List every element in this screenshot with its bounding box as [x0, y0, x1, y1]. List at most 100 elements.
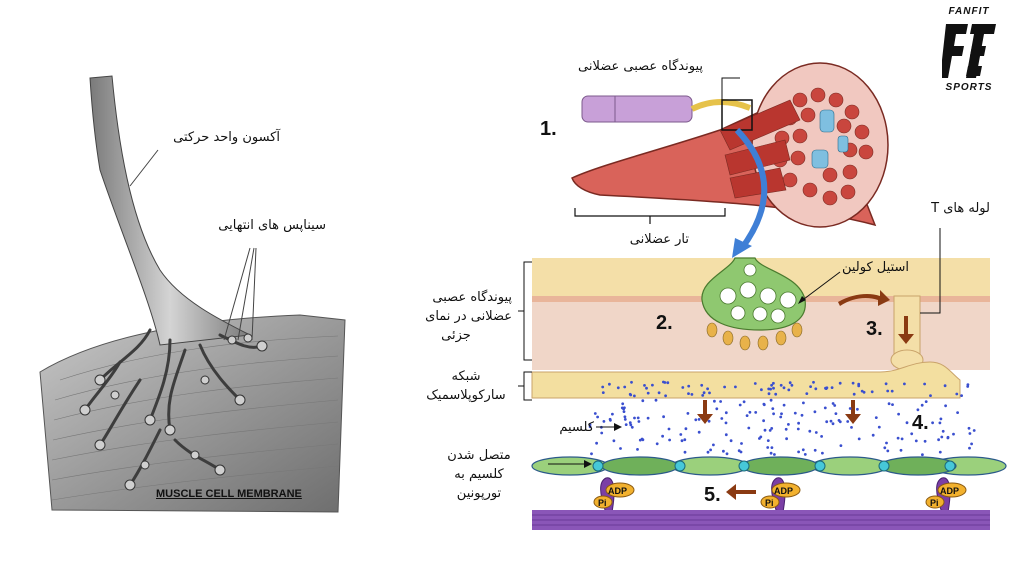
calcium-ion	[899, 448, 903, 452]
calcium-ion	[616, 386, 620, 390]
calcium-ion	[857, 384, 861, 388]
calcium-ion	[708, 391, 711, 395]
thick-filament-lines	[532, 514, 990, 526]
calcium-ion	[690, 393, 694, 396]
pi-text-3: Pi	[930, 498, 939, 508]
calcium-ion	[790, 383, 794, 387]
calcium-ion	[874, 416, 878, 419]
calcium-ion	[724, 433, 728, 437]
calcium-ion	[697, 430, 701, 434]
calcium-ion	[856, 407, 859, 411]
calcium-ion	[734, 385, 737, 389]
calcium-ion	[857, 437, 861, 441]
calcium-ion	[687, 392, 690, 395]
calcium-ion	[636, 448, 639, 451]
calcium-ion	[643, 384, 646, 387]
calcium-ion	[623, 415, 627, 419]
calcium-ion	[620, 406, 624, 410]
membrane-caption: MUSCLE CELL MEMBRANE	[156, 488, 302, 500]
signal-arrows	[697, 290, 914, 500]
calcium-ion	[797, 450, 800, 454]
ach-label: استیل کولین	[841, 260, 909, 275]
calcium-ion	[595, 441, 598, 445]
calcium-ion	[972, 429, 976, 432]
nmj-detail-label-line1: پیوندگاه عصبی	[432, 290, 512, 305]
nerve-terminal	[690, 99, 752, 112]
calcium-ion	[886, 389, 890, 393]
calcium-ion	[890, 389, 894, 393]
calcium-ion	[824, 387, 828, 390]
calcium-ion	[943, 384, 947, 388]
calcium-ion	[719, 400, 722, 403]
pi-text-1: Pi	[598, 498, 607, 508]
calcium-ion	[803, 453, 807, 456]
calcium-ion	[956, 411, 959, 414]
calcium-ion	[686, 412, 690, 415]
calcium-ion	[788, 381, 792, 385]
calcium-ion	[923, 439, 927, 443]
calcium-ion	[833, 404, 837, 407]
zoom-arrow	[734, 127, 768, 250]
thin-filament	[531, 456, 1007, 476]
calcium-ion	[772, 381, 775, 385]
calcium-ion	[700, 383, 704, 387]
calcium-ion	[662, 380, 665, 384]
calcium-ion	[624, 423, 628, 426]
calcium-ion	[622, 410, 626, 413]
calcium-ion	[687, 384, 691, 388]
calcium-ion	[608, 417, 612, 421]
fiber-bracket	[574, 208, 726, 224]
calcium-ion	[588, 423, 592, 427]
calcium-ion	[768, 429, 772, 432]
brand-logo: FANFIT SPORTS	[938, 6, 1000, 96]
calcium-ion	[812, 380, 815, 384]
calcium-ion	[780, 412, 783, 416]
calcium-ion	[629, 423, 633, 427]
calcium-ion	[801, 448, 805, 452]
calcium-ion	[619, 447, 622, 450]
calcium-ion	[887, 402, 891, 406]
calcium-ion	[596, 415, 599, 419]
calcium-ion	[903, 382, 906, 386]
axon-label: آکسون واحد حرکتی	[173, 130, 280, 145]
calcium-ion	[630, 380, 633, 384]
calcium-ion	[657, 391, 661, 395]
motor-axon	[89, 75, 252, 346]
step-1: 1.	[540, 118, 557, 140]
adp-text-2: ADP	[774, 486, 794, 496]
calcium-ion	[813, 448, 817, 452]
calcium-ion	[877, 425, 881, 429]
calcium-ion	[831, 422, 835, 426]
step-3: 3.	[866, 318, 883, 340]
calcium-ion	[602, 420, 606, 423]
calcium-ion	[766, 439, 770, 442]
ttubule-label: لوله های T	[931, 201, 990, 216]
calcium-ion	[968, 446, 971, 450]
calcium-ion	[921, 453, 924, 457]
calcium-ion	[871, 433, 875, 437]
calcium-ion	[725, 452, 729, 456]
calcium-ion	[966, 385, 970, 388]
adp-badges	[605, 482, 967, 498]
calcium-ion	[808, 429, 812, 433]
calcium-ion	[646, 416, 650, 420]
calcium-ion	[923, 382, 926, 386]
calcium-ion	[952, 432, 955, 436]
calcium-ion	[782, 403, 786, 407]
calcium-ion	[767, 387, 771, 391]
calcium-ion	[955, 392, 959, 396]
calcium-ion	[715, 407, 719, 411]
brand-top-text: FANFIT	[948, 6, 990, 17]
calcium-ion	[772, 386, 775, 390]
calcium-ion	[748, 410, 752, 414]
calcium-ions	[588, 380, 976, 457]
calcium-ion	[640, 437, 644, 441]
calcium-ion	[905, 421, 909, 425]
calcium-ion	[823, 406, 827, 410]
calcium-ion	[782, 386, 786, 390]
calcium-ion	[770, 383, 773, 387]
calcium-ion	[762, 403, 766, 407]
calcium-ion	[886, 449, 890, 453]
nmj-detail-label-line3: جزئی	[441, 328, 471, 343]
calcium-ion	[633, 416, 636, 420]
